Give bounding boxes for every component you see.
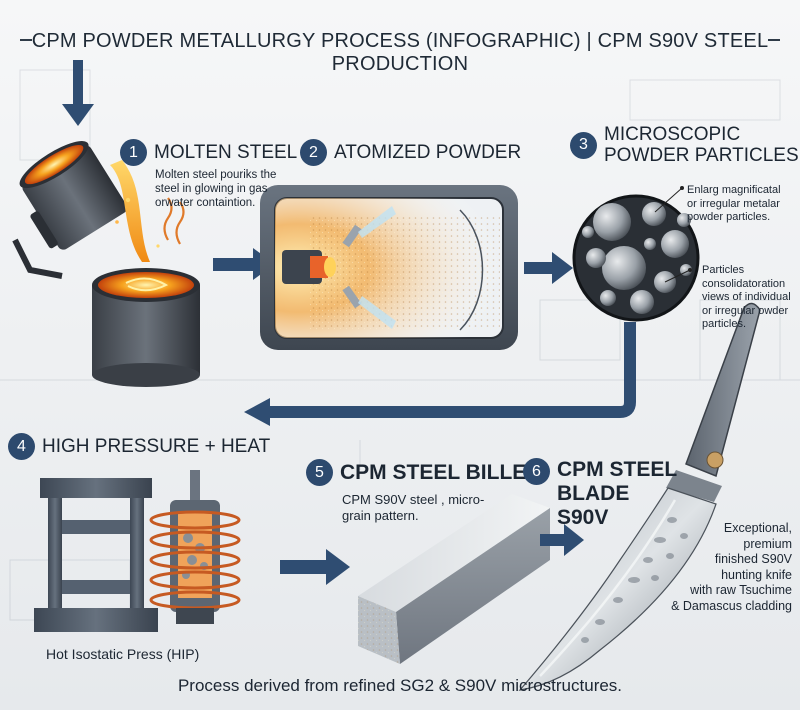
step-3-heading: 3 MICROSCOPIC POWDER PARTICLES — [570, 124, 799, 166]
step-3-title: MICROSCOPIC POWDER PARTICLES — [604, 124, 799, 166]
step-4-heading: 4 HIGH PRESSURE + HEAT — [8, 433, 270, 460]
step-1-heading: 1 MOLTEN STEEL — [120, 139, 297, 166]
step-1-number: 1 — [120, 139, 147, 166]
step-2-title: ATOMIZED POWDER — [334, 142, 521, 163]
step-4-number: 4 — [8, 433, 35, 460]
step-6-number: 6 — [523, 458, 550, 485]
step-2-heading: 2 ATOMIZED POWDER — [300, 139, 521, 166]
microscope-view-illustration — [574, 196, 698, 320]
step-5-description: CPM S90V steel , micro- grain pattern. — [342, 492, 484, 524]
step-6-heading: 6 CPM STEEL BLADE S90V — [523, 458, 677, 530]
step-6-description: Exceptional, premium finished S90V hunti… — [671, 521, 792, 614]
step-5-number: 5 — [306, 459, 333, 486]
atomization-chamber-illustration — [260, 185, 518, 350]
step-3-note-1: Enlarg magnificatal or irregular metalar… — [687, 184, 781, 225]
step-3-note-2: Particles consolidatoration views of ind… — [702, 264, 791, 332]
step-6-title: CPM STEEL BLADE S90V — [557, 458, 677, 530]
step-4-title: HIGH PRESSURE + HEAT — [42, 436, 270, 457]
step-1-description: Molten steel pouriks the steel in glowin… — [155, 168, 276, 210]
step-1-title: MOLTEN STEEL — [154, 142, 297, 163]
step-5-title: CPM STEEL BILLET — [340, 461, 539, 485]
page-title: CPM POWDER METALLURGY PROCESS (INFOGRAPH… — [0, 30, 800, 76]
step-4-caption: Hot Isostatic Press (HIP) — [46, 646, 199, 662]
step-3-number: 3 — [570, 132, 597, 159]
step-2-number: 2 — [300, 139, 327, 166]
step-5-heading: 5 CPM STEEL BILLET — [306, 459, 539, 486]
footer-note: Process derived from refined SG2 & S90V … — [0, 676, 800, 696]
